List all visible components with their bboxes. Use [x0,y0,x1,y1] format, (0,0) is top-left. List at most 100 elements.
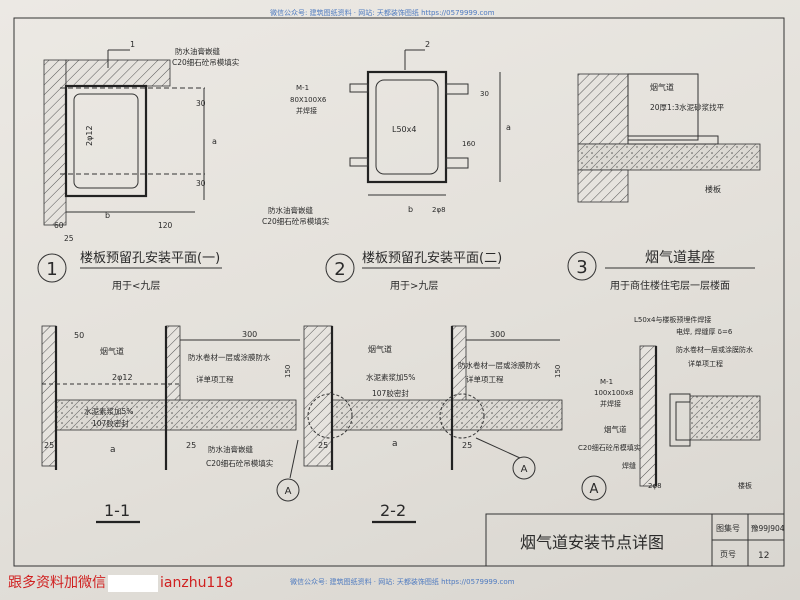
dim-25: 25 [64,234,74,243]
flue-inner [375,79,439,175]
waterproof-detail-label: 详单项工程 [466,374,504,384]
floor-slab [689,395,761,441]
dim-a: a [392,439,398,449]
dim-b: b [105,211,110,220]
plate-label: 80X100X6 [290,96,327,104]
detail-note: 用于<九层 [112,280,160,292]
flue-outline [627,73,699,141]
section-title: 2-2 [380,501,406,520]
dim-a: a [110,445,116,455]
callout-circle-a-left [276,478,300,502]
angle-profile [669,393,691,447]
detail-title: 楼板预留孔安装平面(二) [362,251,502,266]
sealant-label: 防水油膏嵌缝 [268,205,313,215]
dim-25-right: 25 [186,441,196,450]
waterproof-label: 防水卷材一层或涂膜防水 [676,345,753,354]
waterproof-detail-label: 详单项工程 [196,374,234,384]
m1-label: M-1 [600,378,613,386]
detail-number: 2 [334,259,345,280]
flue-outer [64,84,148,198]
dim-30-top: 30 [196,99,206,108]
plate-label: 100x100x8 [594,389,633,397]
dim-2phi8: 2φ8 [432,206,446,214]
dim-25-left: 25 [318,441,328,450]
cement-label: 水泥素浆加5% [84,406,133,416]
sealant-label: 防水油膏嵌缝 [208,444,253,454]
weld-seam-label: 焊缝 [622,461,636,470]
floor-slab [331,399,563,431]
fill-label: C20细石砼吊模填实 [578,443,641,452]
section-title: 1-1 [104,501,130,520]
angle-top-left [349,83,369,93]
wall-hatch-left [43,59,67,226]
redacted-box [108,574,158,592]
callout-circle-a-right [512,456,536,480]
detail-number-circle [325,253,355,283]
dim-120: 120 [158,221,173,230]
fill-label: C20细石砼吊模填实 [206,458,274,468]
waterproof-label: 防水卷材一层或涂膜防水 [458,360,541,370]
m1-label: M-1 [296,84,309,92]
callout-number: 1 [130,40,135,49]
wall-hatch-lower [577,169,629,203]
detail-number-circle [37,253,67,283]
callout-number: 2 [425,40,430,49]
page-label: 页号 [720,550,736,559]
flue-label: 烟气道 [100,346,124,356]
wall-hatch [577,73,629,145]
wechat-note: 跟多资料加微信 ianzhu118 [8,572,233,592]
flue-label: 烟气道 [604,424,627,434]
dim-30: 30 [480,90,489,98]
callout-a-left: A [285,486,292,497]
section-2-2: 300 150 烟气道 水泥素浆加5% 107胶密封 防水卷材一层或涂膜防水 详… [276,325,563,524]
bar-label: 2φ12 [112,373,133,382]
drawing-title: 烟气道安装节点详图 [520,533,664,552]
detail-title: 烟气道基座 [645,249,715,266]
slab-label: 楼板 [738,481,752,490]
detail-number: 1 [46,259,57,280]
watermark-bottom: 微信公众号: 建筑图纸资料 · 网站: 天都装饰图纸 https://05799… [290,578,515,586]
mortar-label: 20厚1:3水泥砂浆找平 [650,102,725,112]
wechat-note-prefix: 跟多资料加微信 [8,575,106,591]
dim-30-bottom: 30 [196,179,206,188]
detail-callout-circle-left [307,393,353,439]
glue-label: 107胶密封 [372,388,409,398]
dim-60: 60 [54,221,64,230]
glue-label: 107胶密封 [92,418,129,428]
dim-150: 150 [554,365,562,378]
fill-label: C20细石砼吊模填实 [262,216,330,226]
dim-a: a [506,123,511,132]
floor-slab [55,399,297,431]
angle-bottom-right [445,157,469,169]
detail-number-circle [567,251,597,281]
detail-a-callout-circle [581,475,607,501]
detail-note: 用于商住楼住宅层一层楼面 [610,279,730,292]
watermark-top: 微信公众号: 建筑图纸资料 · 网站: 天都装饰图纸 https://05799… [270,9,495,17]
wall-left [303,325,333,467]
title-block: 烟气道安装节点详图 图集号 豫99J904 页号 12 [485,513,785,567]
wechat-note-suffix: ianzhu118 [160,575,234,591]
bar-label: 2φ12 [85,125,94,146]
dim-150: 150 [284,365,292,378]
wall-hatch [639,345,657,487]
detail-a: L50x4与楼板预埋件焊接 电焊, 焊缝厚 δ=6 防水卷材一层或涂膜防水 详单… [578,315,761,501]
angle-top-right [445,83,469,95]
dim-b: b [408,205,413,214]
anchor-label: 并焊接 [600,399,621,408]
waterproof-label: 防水卷材一层或涂膜防水 [188,352,271,362]
slab-label: 楼板 [705,184,721,194]
dim-50: 50 [74,331,84,340]
angle-bottom-left [349,157,369,167]
flue-label: 烟气道 [368,344,392,354]
flue-outer [366,70,448,184]
bar-label: 2φ8 [648,482,662,490]
callout-leader-right [475,437,521,459]
angle-label: L50x4 [392,125,416,134]
floor-slab [577,143,761,171]
fill-label: C20细石砼吊模填实 [172,57,240,67]
weld-label: 电焊, 焊缝厚 δ=6 [676,327,733,336]
wall-hatch-top [65,59,171,87]
detail-number: 3 [576,257,587,278]
